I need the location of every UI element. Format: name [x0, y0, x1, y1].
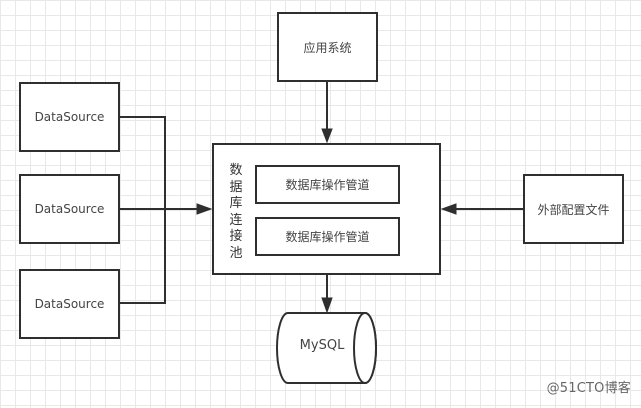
db-pipe-label: 数据库操作管道 — [285, 230, 370, 244]
pool-title-char: 数 — [229, 163, 243, 178]
external-config-box[interactable]: 外部配置文件 — [523, 174, 624, 244]
datasource-label: DataSource — [34, 202, 105, 216]
pool-title-char: 池 — [229, 245, 243, 261]
mysql-cylinder — [276, 312, 377, 384]
datasource-label: DataSource — [34, 297, 105, 311]
app-system-box[interactable]: 应用系统 — [277, 12, 378, 82]
arrowhead-to-mysql — [321, 297, 333, 314]
db-pipe-label: 数据库操作管道 — [285, 178, 370, 192]
datasource-label: DataSource — [34, 110, 105, 124]
arrowhead-to-pool-left — [196, 203, 213, 215]
datasource-box-2[interactable]: DataSource — [19, 174, 120, 244]
external-config-label: 外部配置文件 — [537, 202, 610, 217]
app-system-label: 应用系统 — [303, 40, 352, 55]
connection-pool-title: 数 据 库 连 接 池 — [228, 163, 244, 262]
arrowhead-to-pool-top — [321, 128, 333, 144]
arrowhead-to-pool-right — [440, 203, 457, 215]
pool-title-char: 连 — [229, 212, 243, 228]
db-pipe-box-2[interactable]: 数据库操作管道 — [255, 217, 400, 256]
datasource-box-1[interactable]: DataSource — [19, 82, 120, 152]
datasource-box-3[interactable]: DataSource — [19, 269, 120, 339]
mysql-label: MySQL — [299, 338, 345, 353]
watermark: @51CTO博客 — [546, 381, 631, 396]
pool-title-char: 接 — [229, 229, 243, 244]
db-pipe-box-1[interactable]: 数据库操作管道 — [255, 165, 400, 204]
pool-title-char: 据 — [229, 179, 243, 195]
pool-title-char: 库 — [229, 196, 243, 211]
